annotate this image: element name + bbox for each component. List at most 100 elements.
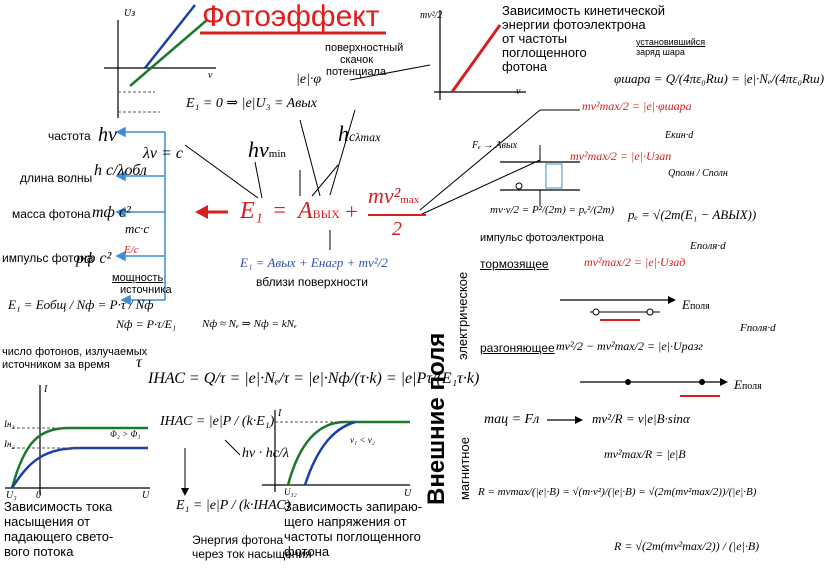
formula-momentum: mv·v/2 = P²/(2m) = pₑ²/(2m)	[490, 204, 615, 216]
blue-arrows	[115, 126, 166, 306]
formula-braking: mv²max/2 = |e|·Uзад	[584, 255, 686, 269]
diag-line	[419, 109, 541, 211]
label-photon-momentum: импульс фотона	[2, 251, 94, 265]
formula-phi-sphere: φшара = Q/(4πε₀Rш) = |e|·Nₑ/(4πε₀Rш)	[614, 71, 824, 86]
formula-m-photon: mф c²	[92, 204, 131, 221]
label-source-power-2: источника	[120, 284, 172, 296]
graph-kin-red-line	[450, 24, 502, 93]
inas-arrow-head	[181, 488, 189, 496]
label-pe: импульс фотоэлектрона	[480, 232, 604, 244]
label-stop-4: фотона	[284, 544, 330, 559]
label-photon-energy-2: через ток насыщения	[192, 547, 312, 561]
label-electric: электрическое	[455, 271, 470, 360]
formula-hnu-min: hνmin	[248, 137, 286, 162]
label-stop-3: частоты поглощенного	[284, 529, 421, 544]
label-frequency: частота	[48, 129, 91, 143]
cap-electron	[515, 182, 523, 190]
label-external-fields: Внешние поля	[423, 332, 450, 505]
diagram-canvas	[5, 4, 728, 496]
hc-lmax-h: h	[338, 121, 349, 146]
label-stop-2: щего напряжения от	[284, 514, 407, 529]
hnu-min-sub: min	[268, 148, 286, 160]
formula-f-eq: Fₑ → Aвых	[472, 140, 518, 151]
formula-e-over-c: E/c	[124, 244, 139, 256]
formula-r2: R = √(2m(mv²max/2)) / (|e|·B)	[614, 539, 760, 553]
einstein-a: AВЫХ	[298, 198, 340, 224]
graph-st-v: ν₁ < ν₂	[350, 435, 375, 445]
formula-uvz: mv²max/2 = |e|·Uзап	[570, 149, 672, 163]
brake-field-sub: поля	[689, 301, 710, 312]
hc-lmax-num: c	[349, 130, 356, 145]
label-photon-energy-1: Энергия фотона	[192, 533, 284, 547]
page: Фотоэффект частота длина волны масса фот…	[2, 0, 824, 561]
hnu-min-main: hν	[248, 137, 269, 162]
accel-charge-1	[625, 379, 631, 385]
formula-mag: maц = Fл	[484, 412, 540, 427]
accel-arrow-1	[720, 378, 728, 386]
einstein-e1: E₁	[240, 198, 264, 224]
graph-ie-phi: Φ₂ > Φ₁	[110, 429, 141, 439]
einstein-mv-main: mv²	[368, 183, 401, 208]
formula-e1-inas: E₁ = |e|P / (k·IНАС)	[176, 498, 291, 513]
graph-ie-u3: U₃	[6, 490, 17, 501]
hc-lmax-den: λmax	[355, 130, 381, 144]
mag-arrow-head	[575, 416, 583, 424]
page-title: Фотоэффект	[202, 0, 380, 33]
label-photon-mass: масса фотона	[12, 207, 91, 221]
graph-top-blue-line	[144, 4, 196, 69]
einstein-eq: =	[272, 197, 287, 222]
formula-phi-eq: mv²max/2 = |e|·φшара	[582, 99, 692, 113]
inas-arrow-right	[224, 439, 241, 456]
graph-st-axis-label: I	[278, 408, 282, 419]
diag-line2	[419, 159, 541, 216]
formula-e-phi: |e|·φ	[296, 72, 322, 87]
graph-top-y-label: Uз	[124, 8, 136, 19]
tau-symbol: τ	[136, 354, 142, 371]
graph-ie-inas1: Iн₁	[4, 419, 15, 429]
label-wavelength: длина волны	[20, 171, 93, 185]
label-braking: тормозящее	[480, 257, 549, 271]
label-sat-2: насыщения от	[4, 514, 91, 529]
formula-m-c: mc·c	[125, 221, 150, 236]
label-charge-2: заряд шара	[636, 47, 685, 57]
red-arrow-head	[195, 205, 208, 219]
brake-charge-2	[646, 308, 654, 316]
formula-lambda-nu: λν = c	[143, 145, 183, 162]
label-source-power-1: мощность	[112, 272, 164, 284]
formula-mag2: mv²/R = v|e|B·sinα	[592, 411, 690, 426]
einstein-den: 2	[392, 218, 402, 240]
label-kin-dep-3: от частоты	[502, 31, 568, 46]
einstein-a-sub: ВЫХ	[312, 207, 340, 221]
label-sat-1: Зависимость тока	[4, 499, 113, 514]
brake-arrow-1	[668, 296, 676, 304]
formula-hnu-lambda: hν · hc/λ	[242, 446, 289, 461]
graph-st-u-label: U	[404, 488, 412, 499]
brake-field-e: E	[682, 297, 690, 312]
graph-st-blue	[303, 420, 356, 486]
graph-st-green	[286, 420, 410, 486]
diag-line3	[349, 64, 431, 81]
label-kin-dep-2: энергии фотоэлектрона	[502, 17, 646, 32]
graph-ie-axis-label: I	[44, 384, 48, 395]
formula-mag3: mv²max/R = |e|B	[604, 447, 686, 461]
formula-accel-field: Fполя·d	[740, 322, 776, 334]
brake-charge-1	[592, 308, 600, 316]
label-kin-dep-4: поглощенного	[502, 45, 587, 60]
graph-ie-inas2: Iн₂	[4, 439, 15, 449]
formula-hc-lmax: hcλmax	[338, 121, 381, 146]
formula-n-f: Nф = P·τ/E₁	[116, 317, 177, 331]
graph-kin-y-label: mv²/2	[420, 10, 443, 21]
formula-near-surface: E₁ = Aвых + Eнагр + mv²/2	[240, 255, 388, 270]
label-sat-3: падающего свето-	[4, 529, 114, 544]
formula-i-nas: IНАС = Q/τ = |e|·Nₑ/τ = |e|·Nф/(τ·k) = |…	[148, 370, 480, 387]
label-sat-4: вого потока	[4, 544, 74, 559]
formula-e0: E₁ = 0 ⇒ |e|U₃ = Aвых	[186, 96, 318, 111]
accel-field-sub: поля	[741, 381, 762, 392]
formula-n-chain: Nф ≈ Nₑ ⇒ Nф = kNₑ	[202, 318, 297, 330]
label-photons-1: число фотонов, излучаемых	[2, 346, 148, 358]
formula-i-nas-short: IНАС = |e|P / (k·E₁)	[160, 414, 275, 429]
graph-ie-blue	[10, 446, 148, 489]
label-surface-1: поверхностный	[325, 42, 404, 54]
formula-e-kin-cap: Eкин·d	[665, 130, 694, 141]
accel-field-label: Eполя	[734, 377, 762, 392]
